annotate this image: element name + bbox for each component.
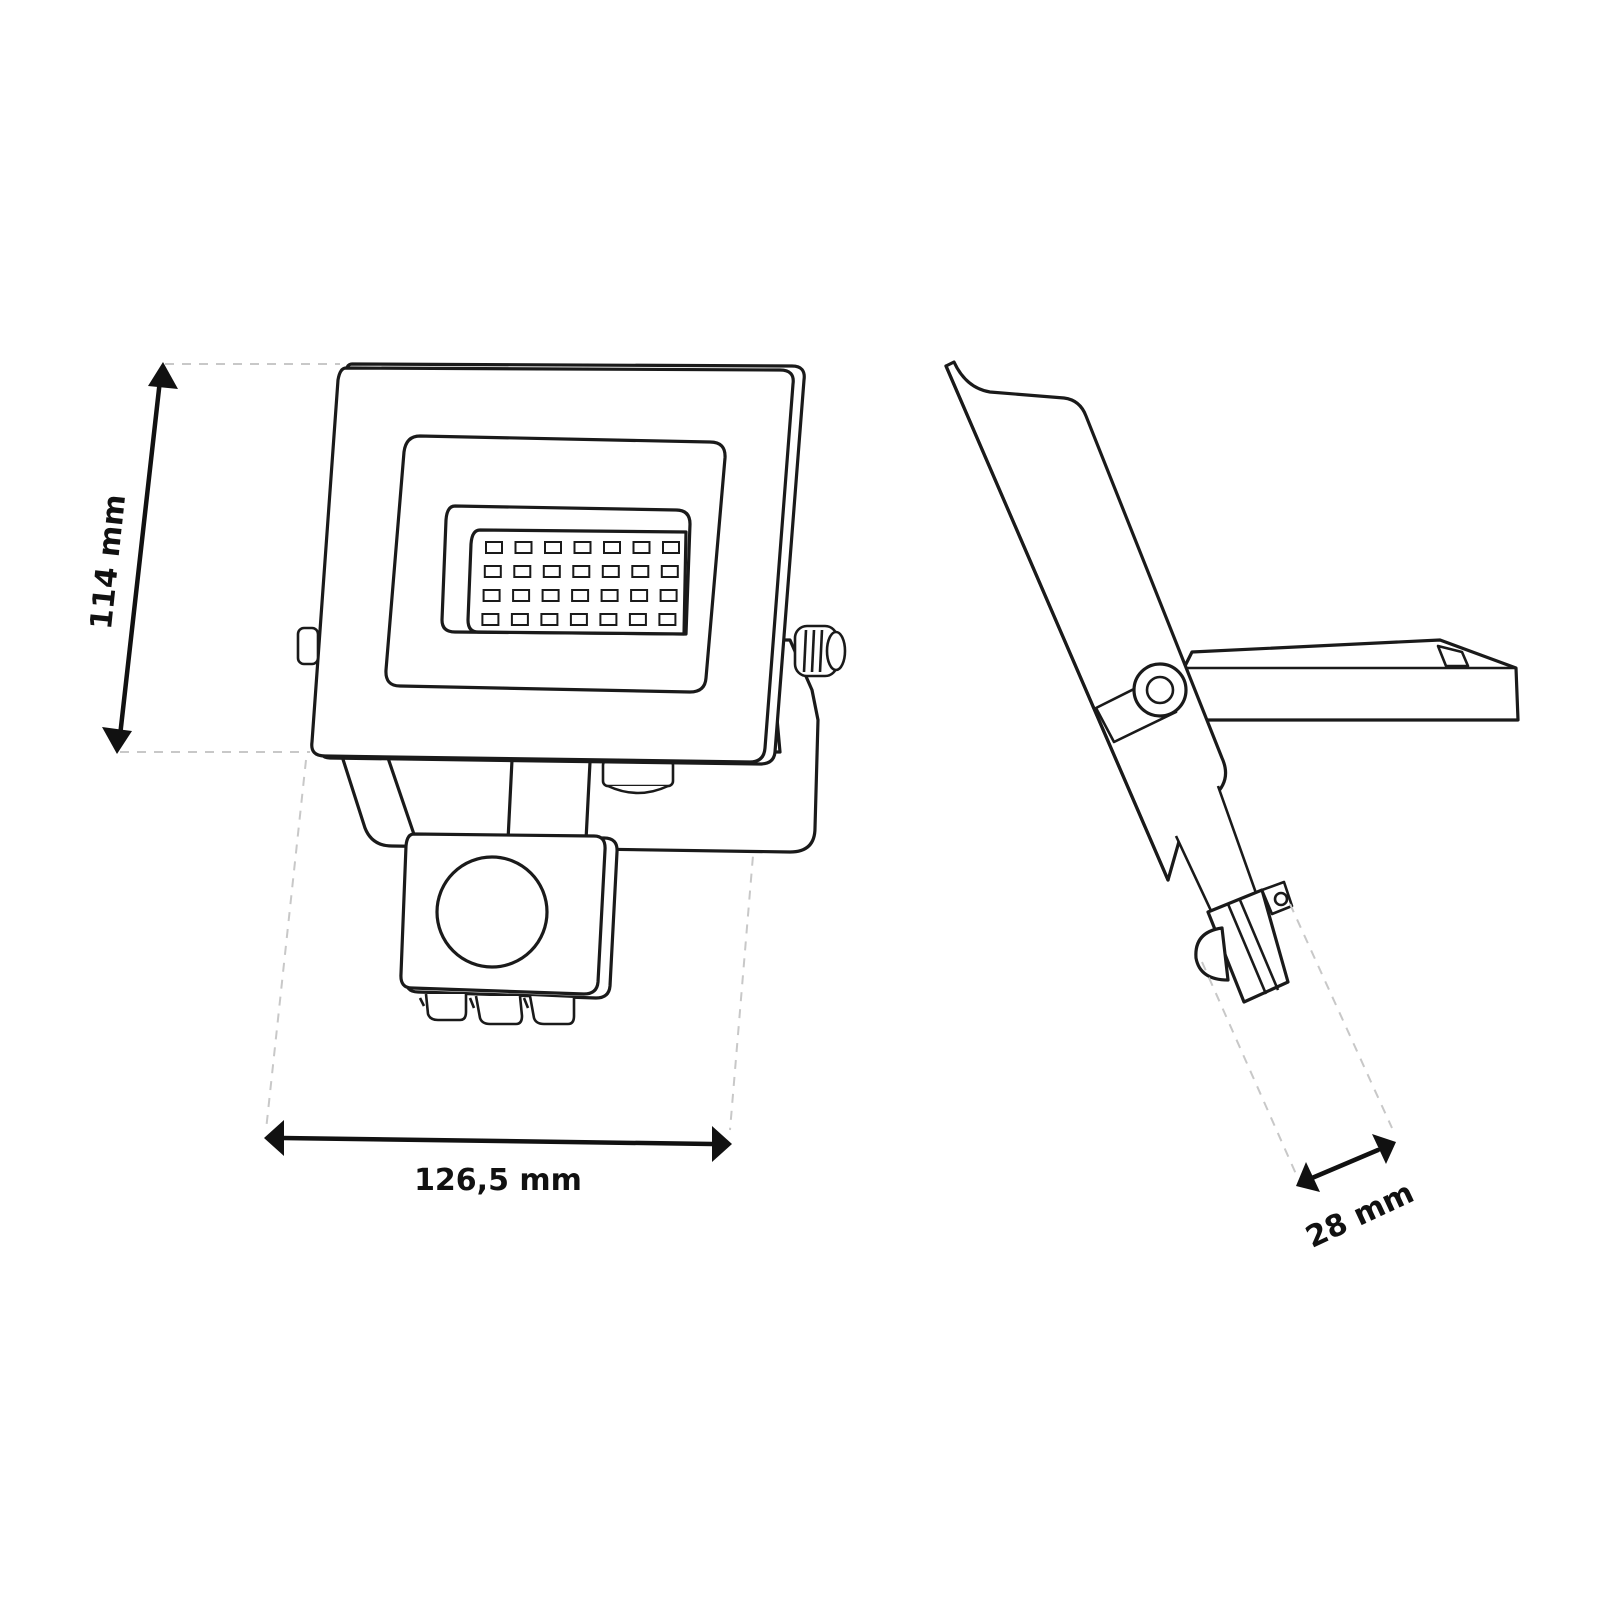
- side-housing: [944, 360, 1228, 882]
- depth-label: 28 mm: [1301, 1175, 1420, 1255]
- led-array: [481, 541, 680, 626]
- led-chip: [482, 589, 501, 602]
- dimension-width: 126,5 mm: [264, 1120, 732, 1198]
- led-chip: [601, 565, 620, 578]
- led-chip: [513, 565, 532, 578]
- led-chip: [631, 565, 650, 578]
- cable-glands: [418, 993, 576, 1026]
- dimension-depth: 28 mm: [1296, 1134, 1419, 1255]
- led-chip: [510, 613, 529, 626]
- height-label: 114 mm: [84, 493, 133, 632]
- dimension-height: 114 mm: [84, 362, 178, 754]
- led-chip: [512, 589, 531, 602]
- led-chip: [660, 565, 679, 578]
- led-chip: [632, 541, 651, 554]
- side-arm: [1156, 638, 1520, 722]
- right-screw: [793, 624, 847, 678]
- pir-sensor-module: [399, 832, 619, 1026]
- led-chip: [658, 613, 677, 626]
- pir-lens: [435, 855, 549, 969]
- led-chip: [540, 613, 559, 626]
- led-chip: [541, 589, 560, 602]
- led-chip: [659, 589, 678, 602]
- led-chip: [630, 589, 649, 602]
- led-chip: [599, 613, 618, 626]
- led-chip: [603, 541, 621, 554]
- led-chip: [481, 613, 500, 626]
- led-chip: [542, 565, 561, 578]
- led-chip: [662, 541, 680, 554]
- led-chip: [483, 565, 502, 578]
- led-chip: [573, 541, 592, 554]
- led-chip: [572, 565, 591, 578]
- led-chip: [514, 541, 533, 554]
- led-chip: [485, 541, 503, 554]
- led-chip: [569, 613, 588, 626]
- side-sensor: [1194, 880, 1294, 1004]
- front-glass-frame: [384, 434, 727, 694]
- led-chip: [544, 541, 562, 554]
- led-chip: [571, 589, 590, 602]
- led-chip: [628, 613, 647, 626]
- led-chip: [600, 589, 619, 602]
- side-view: [944, 360, 1520, 1175]
- front-bracket: [338, 638, 820, 854]
- left-knob: [296, 626, 320, 666]
- width-label: 126,5 mm: [414, 1163, 582, 1198]
